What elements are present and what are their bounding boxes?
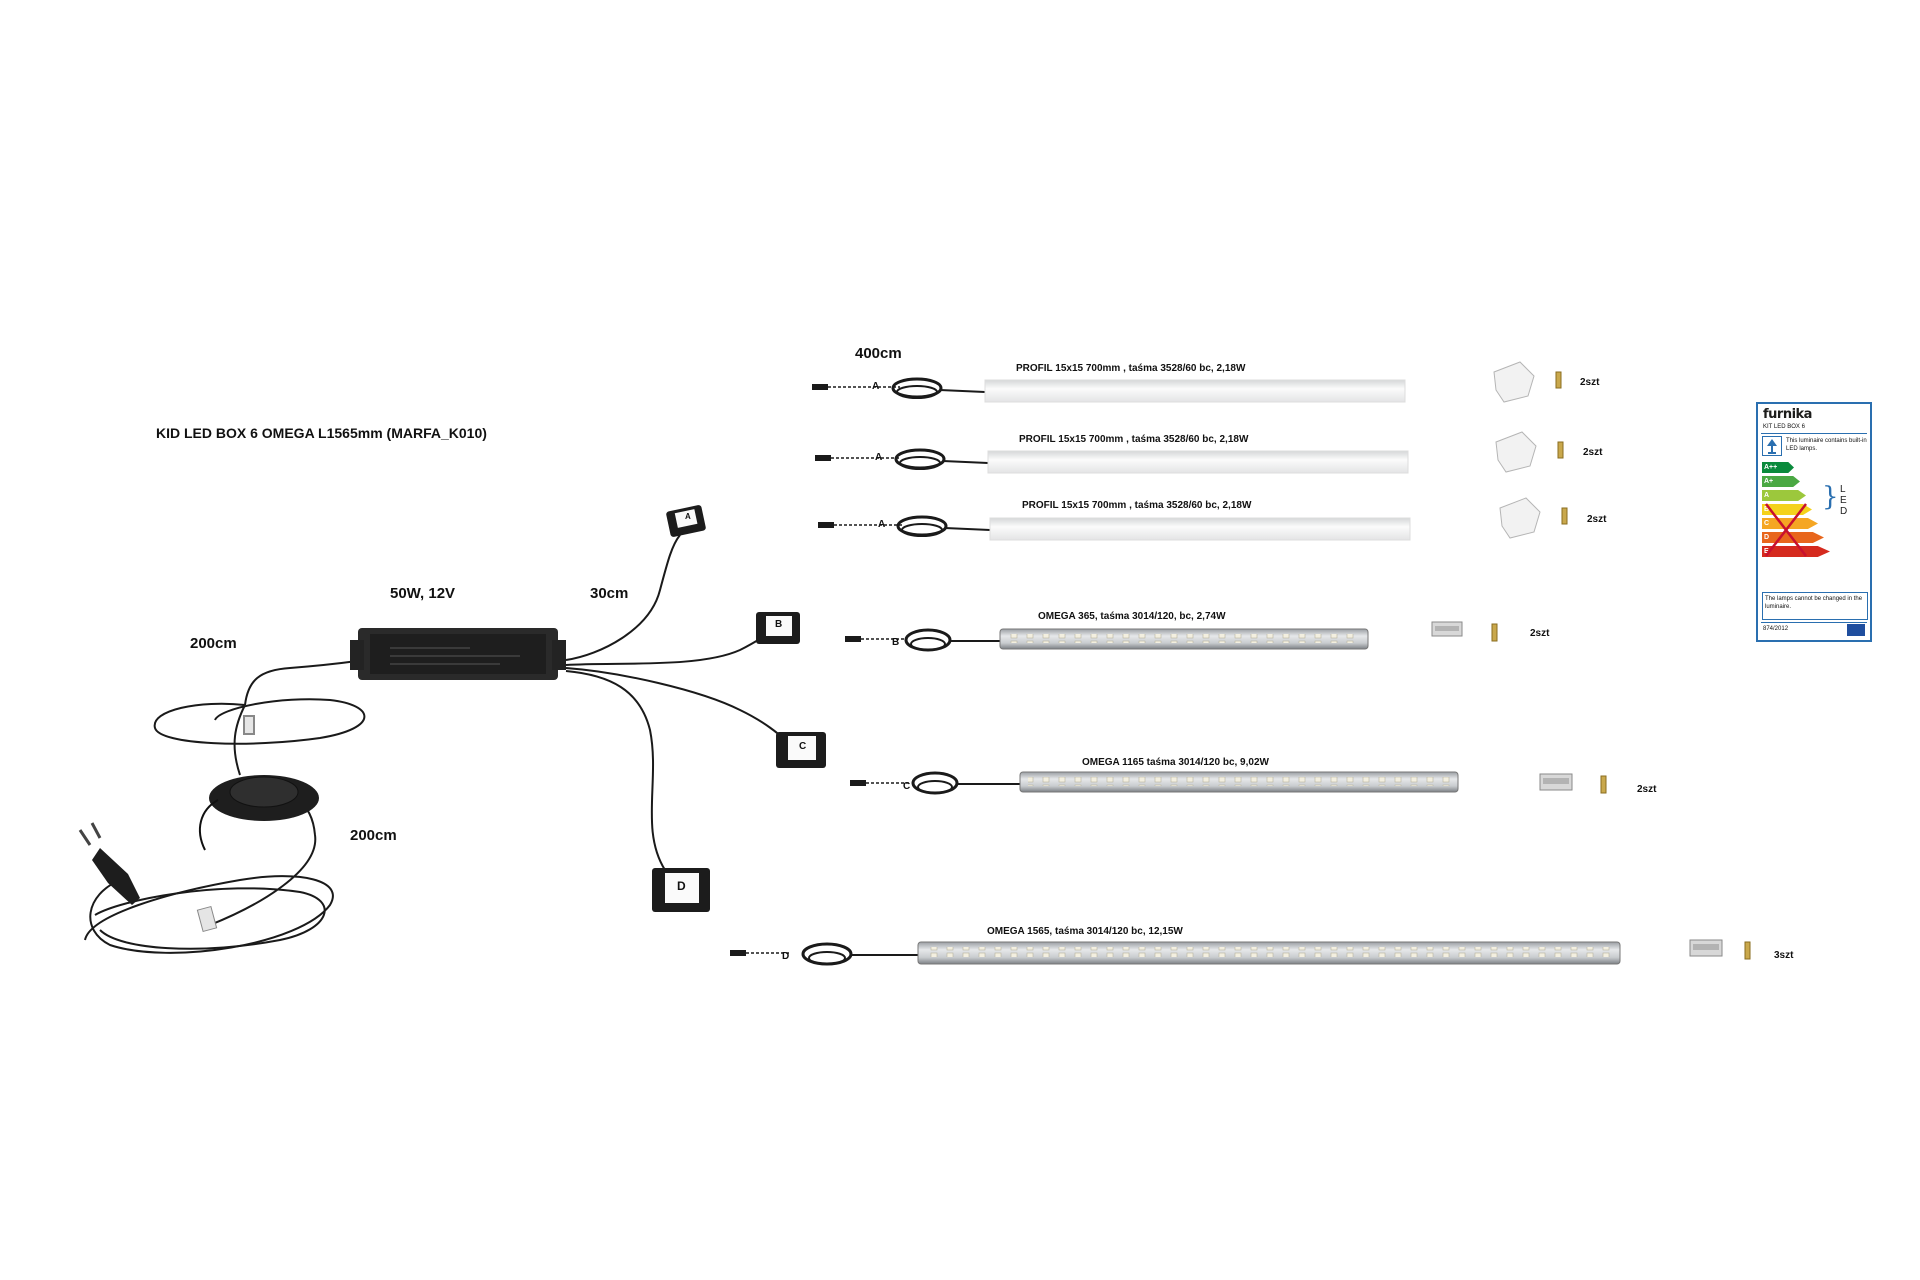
row-letter-d: D xyxy=(782,951,790,962)
profile-label-a1: PROFIL 15x15 700mm , taśma 3528/60 bc, 2… xyxy=(1016,363,1246,374)
cable-length-to-switch: 200cm xyxy=(190,635,237,652)
class-bar-e: E xyxy=(1762,546,1830,557)
power-supply-icon xyxy=(350,628,566,680)
profile-label-d: OMEGA 1565, taśma 3014/120 bc, 12,15W xyxy=(987,926,1183,937)
clip-screw-c xyxy=(1539,773,1607,794)
classes-crossed-out xyxy=(1765,503,1807,557)
profile-label-a2: PROFIL 15x15 700mm , taśma 3528/60 bc, 2… xyxy=(1019,434,1249,445)
junction-box-c xyxy=(776,732,826,768)
energy-label-regulation: 874/2012 xyxy=(1763,626,1789,632)
led-vertical-text: L E D xyxy=(1840,484,1848,517)
class-bar-ap: A+ xyxy=(1762,476,1800,487)
cable-length-lead: 400cm xyxy=(855,345,902,362)
row-letter-c: C xyxy=(903,781,911,792)
junction-letter-c: C xyxy=(799,741,807,752)
profile-label-c: OMEGA 1165 taśma 3014/120 bc, 9,02W xyxy=(1082,757,1269,768)
junction-letter-d: D xyxy=(677,879,686,893)
profile-row-d xyxy=(730,941,1621,966)
power-supply-label: 50W, 12V xyxy=(390,585,456,602)
junction-letter-b: B xyxy=(775,619,783,630)
kit-title: KID LED BOX 6 OMEGA L1565mm (MARFA_K010) xyxy=(156,425,487,441)
profile-row-a2 xyxy=(815,448,1409,474)
profile-row-c xyxy=(850,771,1459,795)
junction-box-a xyxy=(666,505,706,537)
row-letter-a3: A xyxy=(878,519,886,530)
class-bar-b: B xyxy=(1762,504,1812,515)
junction-box-b xyxy=(756,612,800,644)
plug-icon xyxy=(78,822,218,933)
energy-label-notice: The lamps cannot be changed in the lumin… xyxy=(1762,592,1868,620)
profile-row-b xyxy=(845,628,1369,652)
energy-label-brand: furnika xyxy=(1763,407,1812,422)
class-bar-a: A xyxy=(1762,490,1806,501)
row-letter-a2: A xyxy=(875,452,883,463)
clip-screw-a1 xyxy=(1493,361,1562,403)
energy-label-kit: KIT LED BOX 6 xyxy=(1763,424,1805,430)
eu-flag-icon xyxy=(1847,624,1865,636)
qty-a1: 2szt xyxy=(1580,377,1600,388)
foot-switch-icon xyxy=(198,775,319,851)
profile-label-a3: PROFIL 15x15 700mm , taśma 3528/60 bc, 2… xyxy=(1022,500,1252,511)
switch-cable-coil xyxy=(153,659,366,776)
junction-letter-a: A xyxy=(685,512,691,521)
qty-d: 3szt xyxy=(1774,950,1794,961)
profile-label-b: OMEGA 365, taśma 3014/120, bc, 2,74W xyxy=(1038,611,1226,622)
qty-a2: 2szt xyxy=(1583,447,1603,458)
qty-c: 2szt xyxy=(1637,784,1657,795)
cable-length-to-plug: 200cm xyxy=(350,827,397,844)
qty-b: 2szt xyxy=(1530,628,1550,639)
clip-screw-a2 xyxy=(1495,431,1564,473)
energy-label: furnika KIT LED BOX 6 This luminaire con… xyxy=(1756,402,1872,642)
profile-row-a1 xyxy=(812,377,1406,403)
row-letter-b: B xyxy=(892,637,900,648)
energy-label-contains: This luminaire contains built-in LED lam… xyxy=(1786,438,1867,452)
row-letter-a1: A xyxy=(872,381,880,392)
clip-screw-b xyxy=(1431,621,1498,642)
profile-row-a3 xyxy=(818,515,1411,541)
clip-screw-d xyxy=(1689,939,1751,960)
led-brace: } xyxy=(1822,482,1839,512)
clip-screw-a3 xyxy=(1499,497,1568,539)
qty-a3: 2szt xyxy=(1587,514,1607,525)
lamp-icon xyxy=(1762,436,1782,456)
class-bar-app: A++ xyxy=(1762,462,1794,473)
junction-box-d xyxy=(652,868,710,912)
cable-length-splitter: 30cm xyxy=(590,585,629,602)
